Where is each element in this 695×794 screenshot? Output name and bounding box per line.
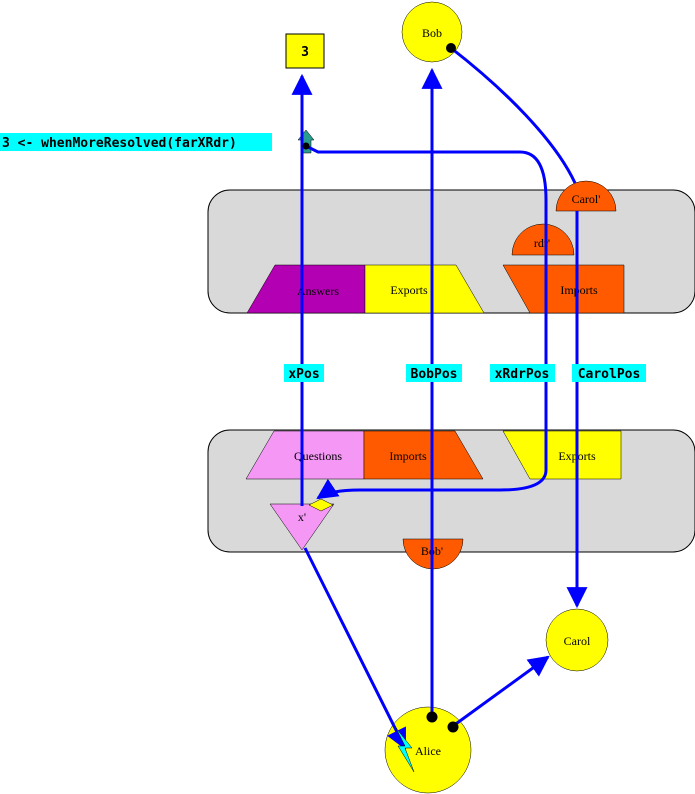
carol-object: Carol xyxy=(545,608,609,672)
alice-ref-dot-bob xyxy=(426,711,438,723)
bobpos-label: BobPos xyxy=(411,367,458,382)
carol-prime-proxy: Carol' xyxy=(555,180,617,212)
bottom-imports-label: Imports xyxy=(389,449,427,463)
bottom-imports-table: Imports xyxy=(363,430,484,480)
rdr-prime-label: rdr' xyxy=(534,236,550,250)
alice-label: Alice xyxy=(415,744,441,758)
lightning-icon xyxy=(395,727,415,773)
message-label: 3 <- whenMoreResolved(farXRdr) xyxy=(2,136,237,151)
alice-ref-dot-carol xyxy=(447,721,459,733)
top-answers-table: Answers xyxy=(246,264,366,314)
top-exports-table: Exports xyxy=(364,264,485,314)
top-imports-label: Imports xyxy=(560,283,598,297)
bob-object: Bob xyxy=(401,1,463,63)
value-3-box: 3 xyxy=(285,33,325,69)
value-3-label: 3 xyxy=(301,45,309,60)
bottom-exports-table: Exports xyxy=(502,430,622,480)
top-answers-label: Answers xyxy=(297,284,339,298)
arrows xyxy=(291,46,588,750)
xpos-label: xPos xyxy=(288,367,319,382)
x-prime-label: x' xyxy=(298,510,306,524)
top-exports-label: Exports xyxy=(390,283,428,297)
top-imports-table: Imports xyxy=(502,264,625,314)
xrdrpos-arrow xyxy=(305,144,548,500)
x-prime-to-alice-arrow xyxy=(303,547,407,750)
alice-to-carol-arrow xyxy=(452,655,550,728)
resolver-diamond xyxy=(308,498,334,512)
bobpos-label-bg xyxy=(406,364,462,382)
bottom-questions-label: Questions xyxy=(294,449,342,463)
bob-to-carol-prime-arrow xyxy=(450,46,577,184)
bottom-questions-table: Questions xyxy=(245,430,365,480)
xrdrpos-label-bg xyxy=(490,364,555,382)
house-ref-dot xyxy=(302,142,310,150)
carol-prime-label: Carol' xyxy=(572,192,601,206)
carol-label: Carol xyxy=(564,634,591,648)
message-label-bg xyxy=(0,133,272,151)
bob-ref-dot xyxy=(446,43,456,53)
carolpos-label-bg xyxy=(572,364,646,382)
bob-label: Bob xyxy=(422,26,442,40)
carolpos-label: CarolPos xyxy=(578,367,641,382)
xpos-label-bg xyxy=(284,364,324,382)
xrdrpos-label: xRdrPos xyxy=(495,367,550,382)
